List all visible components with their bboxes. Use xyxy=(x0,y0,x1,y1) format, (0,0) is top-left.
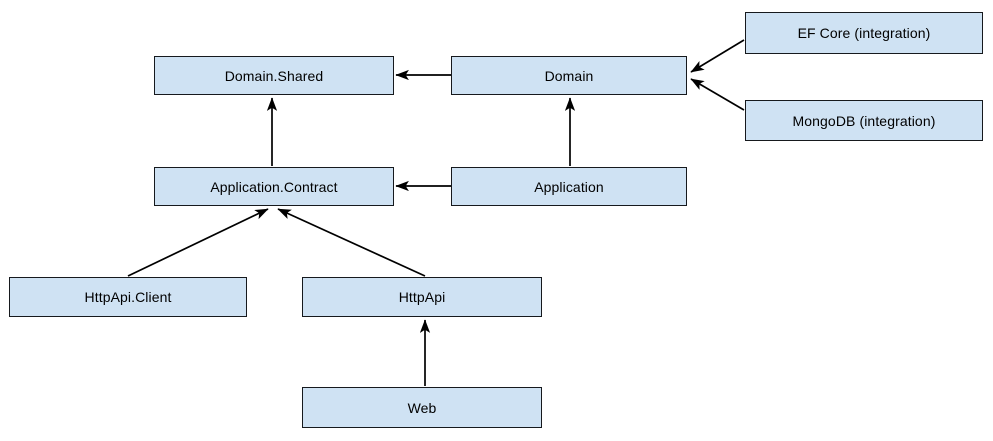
node-label-ef-core: EF Core (integration) xyxy=(797,25,931,41)
node-httpapi[interactable]: HttpApi xyxy=(302,277,542,317)
node-domain[interactable]: Domain xyxy=(451,56,687,95)
node-label-mongodb: MongoDB (integration) xyxy=(792,112,936,129)
node-label-httpapi: HttpApi xyxy=(398,289,446,305)
node-application[interactable]: Application xyxy=(451,167,687,206)
node-httpapi-client[interactable]: HttpApi.Client xyxy=(9,277,247,317)
node-label-httpapi-client: HttpApi.Client xyxy=(84,289,172,305)
edge-httpapi-client-to-application-contract xyxy=(127,208,269,277)
edge-mongodb-to-domain xyxy=(690,78,745,111)
edge-httpapi-to-application-contract xyxy=(277,208,426,277)
node-web[interactable]: Web xyxy=(302,387,542,428)
node-label-web: Web xyxy=(407,399,437,416)
node-label-application: Application xyxy=(534,178,604,195)
node-label-application-contract: Application.Contract xyxy=(210,178,338,195)
node-mongodb[interactable]: MongoDB (integration) xyxy=(745,100,983,141)
node-label-domain: Domain xyxy=(544,67,594,84)
node-ef-core[interactable]: EF Core (integration) xyxy=(745,12,983,54)
edge-ef-core-to-domain xyxy=(690,39,745,73)
node-domain-shared[interactable]: Domain.Shared xyxy=(154,56,394,95)
node-application-contract[interactable]: Application.Contract xyxy=(154,167,394,206)
node-label-domain-shared: Domain.Shared xyxy=(224,67,324,84)
